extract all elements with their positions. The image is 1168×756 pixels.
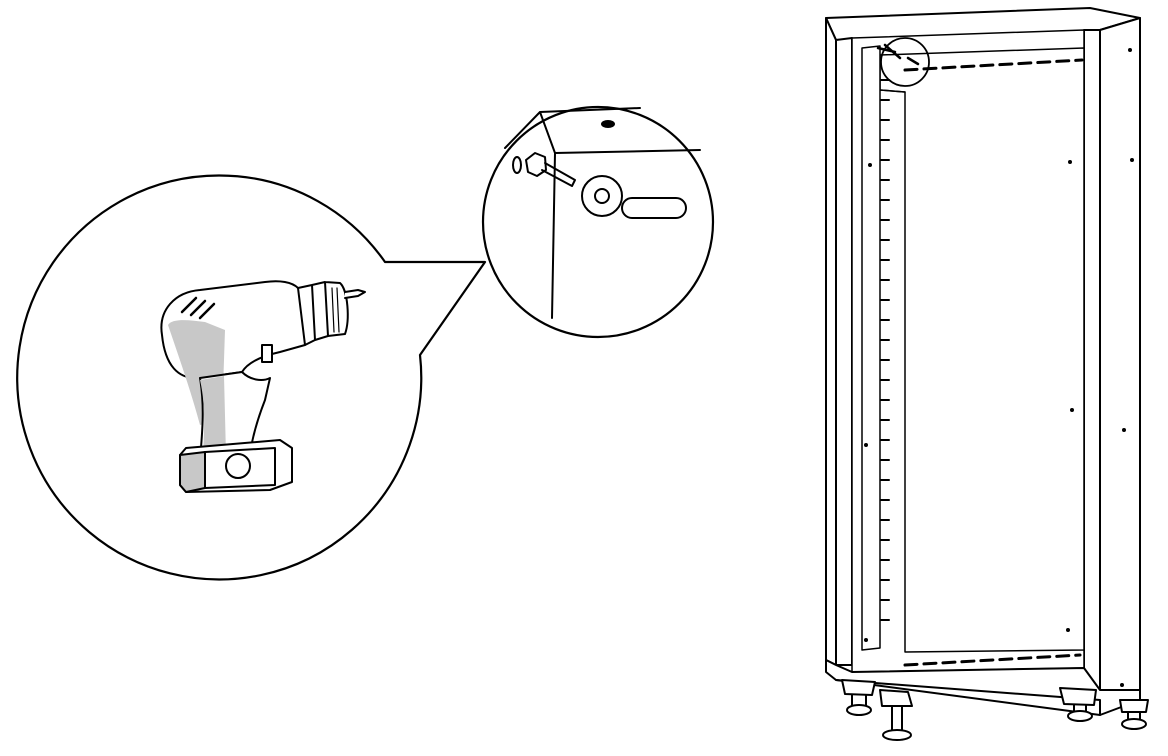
drill-battery-button <box>225 453 251 479</box>
cabinet-base <box>825 659 1141 716</box>
cabinet-right-side <box>1099 17 1141 706</box>
bottom-screw-line <box>903 653 1082 667</box>
panel-side-hole <box>512 156 522 174</box>
corner-highlight-circle <box>880 37 930 87</box>
rail-slots <box>880 79 890 621</box>
detail-callout <box>481 105 715 339</box>
screw-shaft <box>541 162 576 187</box>
cabinet-front-left-post <box>835 37 853 666</box>
panel-top-hole <box>601 120 615 128</box>
top-screw-line <box>903 58 1084 72</box>
drill-bit <box>344 289 366 299</box>
cabinet-inner-rail <box>861 45 906 651</box>
cabinet-left-post <box>825 17 837 666</box>
drill-trigger <box>261 344 273 363</box>
cabinet-front-right-post <box>1083 29 1101 691</box>
detail-callout-circle <box>481 105 715 339</box>
corner-screw-detail <box>876 43 920 66</box>
screw-head <box>525 152 547 177</box>
drill-battery-shade <box>179 451 206 493</box>
leveling-foot-icon <box>841 679 1149 741</box>
leveling-foot-front-mid <box>879 689 913 741</box>
drill-chuck <box>297 281 349 346</box>
leveling-foot-front-left <box>841 679 876 716</box>
leveling-foot-front-right <box>1059 687 1097 722</box>
cabinet-frame-icon <box>825 7 1141 716</box>
side-holes <box>864 48 1134 687</box>
cordless-drill-icon <box>160 280 366 493</box>
washer-inner <box>594 188 610 204</box>
drill-handle-shade <box>200 376 226 458</box>
leveling-foot-back-right <box>1119 699 1149 730</box>
screw-icon <box>525 152 576 187</box>
cabinet-inner-frame <box>879 47 1085 653</box>
cabinet-base-front <box>835 679 1101 716</box>
panel-slot <box>621 197 687 219</box>
drill-chuck-grooves <box>331 287 340 333</box>
drill-vent-slots <box>180 296 216 320</box>
panel-corner <box>504 107 701 319</box>
